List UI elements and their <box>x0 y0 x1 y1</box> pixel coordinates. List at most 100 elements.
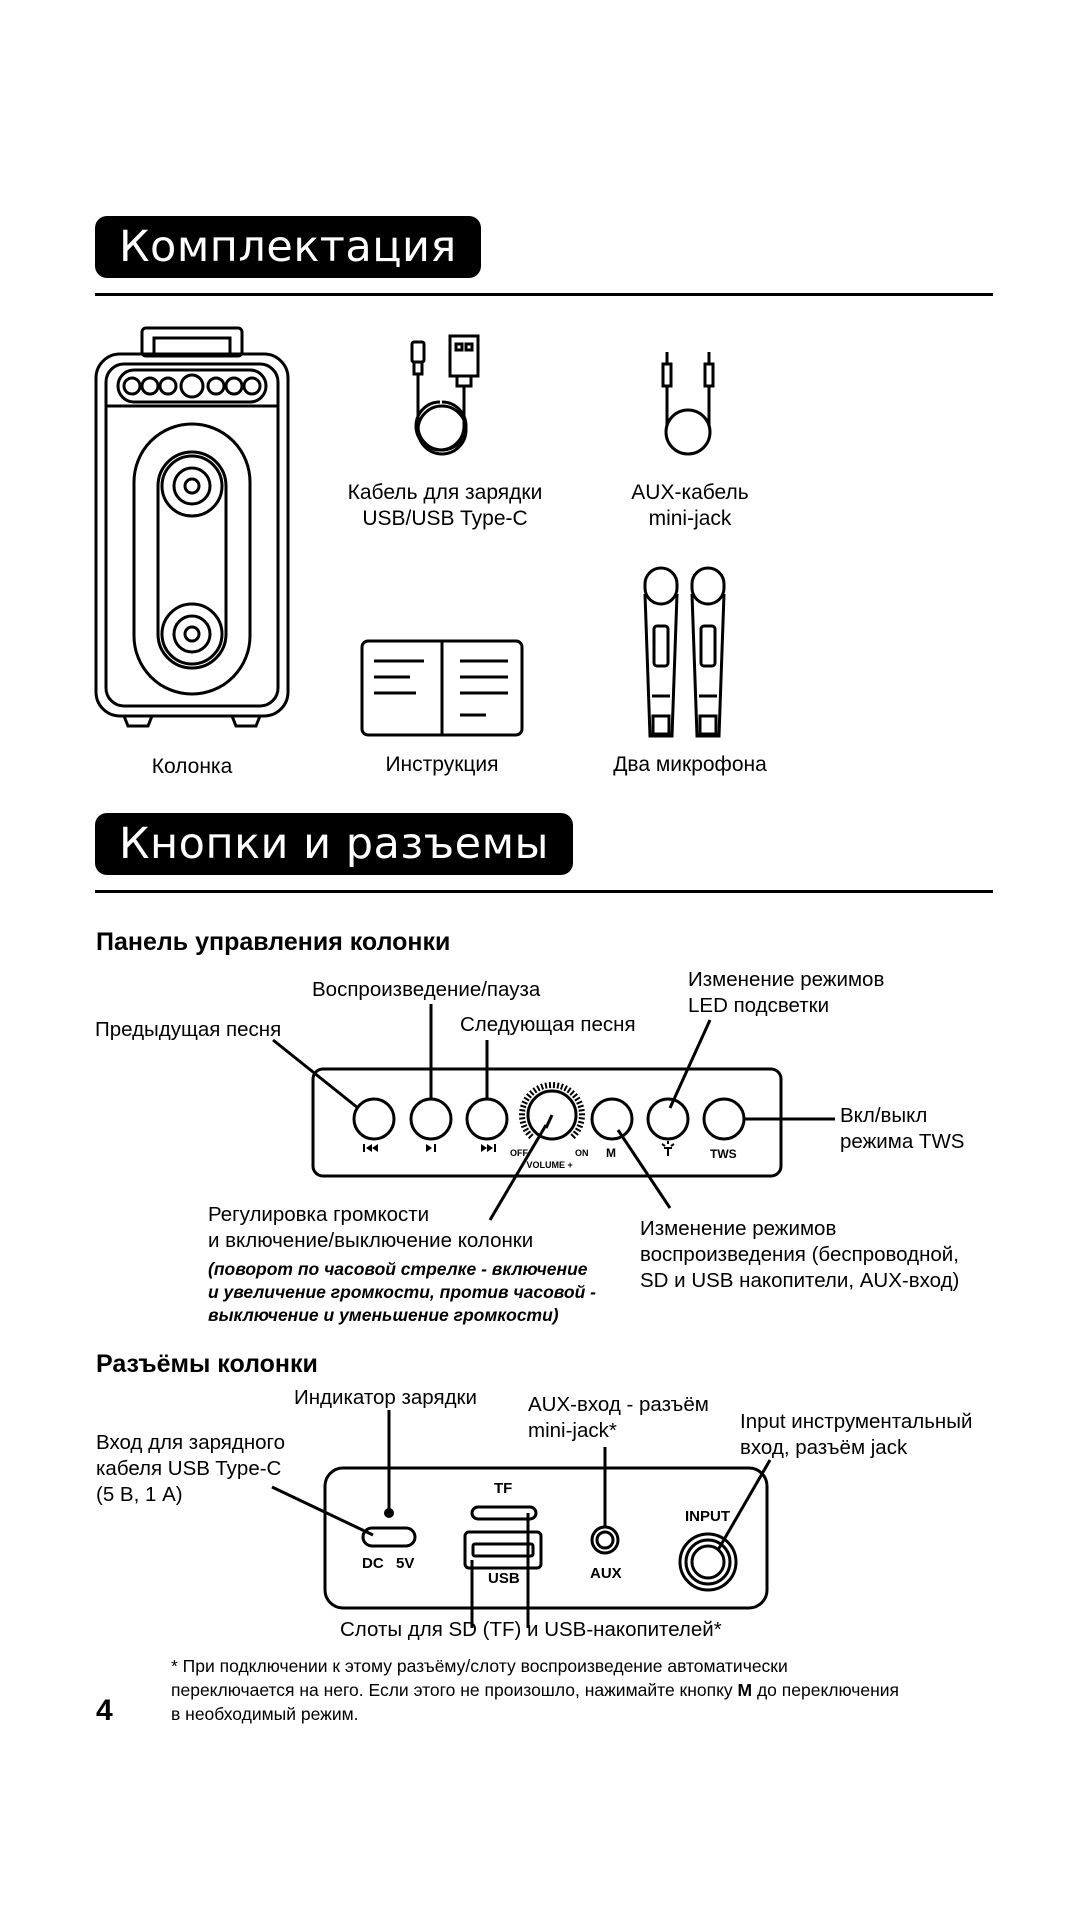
item-label-usb-cable: Кабель для зарядки USB/USB Type-C <box>330 480 560 532</box>
label-slots: Слоты для SD (TF) и USB-накопителей* <box>340 1618 722 1641</box>
item-label-aux-cable: AUX-кабель mini-jack <box>580 480 800 532</box>
led-line2: LED подсветки <box>688 994 830 1017</box>
footnote-bold-m: M <box>737 1680 753 1700</box>
label-volume: Регулировка громкости и включение/выключ… <box>208 1202 533 1254</box>
volume-knob-tick <box>520 1104 527 1109</box>
volume-knob-tick <box>577 1104 584 1109</box>
speaker-illustration <box>94 326 290 728</box>
input-line1: Input инструментальный <box>740 1410 973 1433</box>
device-label-off: OFF <box>510 1148 528 1158</box>
label-mode: Изменение режимов воспроизведения (беспр… <box>640 1216 959 1294</box>
item-label-manual: Инструкция <box>385 753 499 776</box>
section-title-contents: Комплектация <box>95 216 481 278</box>
label-tws: Вкл/выкл режима TWS <box>840 1103 964 1155</box>
volume-knob-tick <box>569 1089 576 1096</box>
usbc-line3: (5 В, 1 А) <box>96 1483 183 1506</box>
device-label-5v: 5V <box>396 1555 415 1572</box>
volume-knob-tick <box>572 1093 578 1099</box>
mode-line2: воспроизведения (беспроводной, <box>640 1243 959 1266</box>
volume-knob-tick <box>566 1087 572 1094</box>
volume-line2: и включение/выключение колонки <box>208 1229 534 1252</box>
tws-line2: режима TWS <box>840 1130 965 1153</box>
aux-cable-line1: AUX-кабель <box>631 481 749 504</box>
manual-illustration <box>360 639 524 737</box>
usbc-line1: Вход для зарядного <box>96 1431 285 1454</box>
item-label-microphones: Два микрофона <box>613 753 767 776</box>
volume-note-line1: (поворот по часовой стрелке - включение <box>208 1259 588 1279</box>
device-label-aux: AUX <box>590 1565 622 1582</box>
volume-knob-tick <box>559 1083 564 1090</box>
volume-knob-tick <box>528 1089 535 1096</box>
volume-knob-tick <box>536 1085 541 1092</box>
label-input: Input инструментальный вход, разъём jack <box>740 1409 972 1461</box>
device-label-usb: USB <box>488 1570 520 1587</box>
mode-line3: SD и USB накопители, AUX-вход) <box>640 1269 960 1292</box>
led-line1: Изменение режимов <box>688 968 885 991</box>
device-label-tws: TWS <box>710 1147 737 1161</box>
volume-knob-tick <box>577 1120 585 1125</box>
usb-cable-line1: Кабель для зарядки <box>347 481 543 504</box>
footnote: * При подключении к этому разъёму/слоту … <box>171 1654 899 1726</box>
divider <box>95 293 993 296</box>
usb-cable-line2: USB/USB Type-C <box>362 507 528 530</box>
volume-knob-tick <box>574 1096 581 1102</box>
device-label-dc: DC <box>362 1555 384 1572</box>
volume-knob-tick <box>572 1130 579 1136</box>
tws-line1: Вкл/выкл <box>840 1104 928 1127</box>
volume-knob-tick <box>526 1093 532 1099</box>
ports-subtitle: Разъёмы колонки <box>96 1350 318 1378</box>
volume-knob-tick <box>527 1133 534 1140</box>
volume-knob-tick <box>523 1096 530 1102</box>
volume-line1: Регулировка громкости <box>208 1203 430 1226</box>
volume-knob-tick <box>532 1087 538 1094</box>
device-label-input: INPUT <box>685 1508 730 1525</box>
volume-note: (поворот по часовой стрелке - включение … <box>208 1258 596 1327</box>
volume-knob-tick <box>576 1124 584 1129</box>
divider <box>95 890 993 893</box>
volume-knob-tick <box>556 1082 560 1089</box>
volume-knob-tick <box>520 1124 528 1129</box>
footnote-line2b: до переключения <box>752 1680 900 1700</box>
volume-knob-tick <box>570 1133 577 1140</box>
aux-cable-line2: mini-jack <box>648 507 732 530</box>
volume-knob-tick <box>525 1130 532 1136</box>
volume-knob-tick <box>522 1127 530 1133</box>
volume-knob-tick <box>563 1085 568 1092</box>
volume-knob-tick <box>519 1117 526 1120</box>
device-label-m: M <box>606 1146 616 1160</box>
footnote-line2a: переключается на него. Если этого не про… <box>171 1680 738 1700</box>
usb-cable-illustration <box>410 334 480 456</box>
section-title-buttons: Кнопки и разъемы <box>95 813 574 875</box>
label-led: Изменение режимов LED подсветки <box>688 967 884 1019</box>
volume-knob-tick <box>519 1120 527 1125</box>
label-prev: Предыдущая песня <box>95 1018 282 1041</box>
device-label-volume: - VOLUME + <box>521 1160 573 1170</box>
volume-knob-tick <box>578 1117 585 1120</box>
aux-cable-illustration <box>661 352 715 456</box>
mode-line1: Изменение режимов <box>640 1217 837 1240</box>
panel-subtitle: Панель управления колонки <box>96 928 451 956</box>
label-charge-indicator: Индикатор зарядки <box>294 1386 477 1409</box>
footnote-line3: в необходимый режим. <box>171 1704 359 1724</box>
label-play-pause: Воспроизведение/пауза <box>312 978 541 1001</box>
label-usbc: Вход для зарядного кабеля USB Type-C (5 … <box>96 1430 285 1508</box>
device-label-tf: TF <box>494 1480 513 1497</box>
aux-line2: mini-jack* <box>528 1419 617 1442</box>
volume-knob-tick <box>540 1083 545 1090</box>
volume-knob-tick <box>576 1100 583 1105</box>
label-aux: AUX-вход - разъём mini-jack* <box>528 1392 709 1444</box>
page-number: 4 <box>96 1694 113 1727</box>
volume-knob-tick <box>578 1108 585 1112</box>
footnote-line1: * При подключении к этому разъёму/слоту … <box>171 1656 788 1676</box>
aux-line1: AUX-вход - разъём <box>528 1393 709 1416</box>
microphones-illustration <box>643 566 726 738</box>
input-line2: вход, разъём jack <box>740 1436 908 1459</box>
volume-note-line3: выключение и уменьшение громкости) <box>208 1305 559 1325</box>
usbc-line2: кабеля USB Type-C <box>96 1457 282 1480</box>
volume-knob-tick <box>519 1108 526 1112</box>
volume-knob-tick <box>574 1127 582 1133</box>
device-label-on: ON <box>575 1148 589 1158</box>
label-next: Следующая песня <box>460 1013 636 1036</box>
